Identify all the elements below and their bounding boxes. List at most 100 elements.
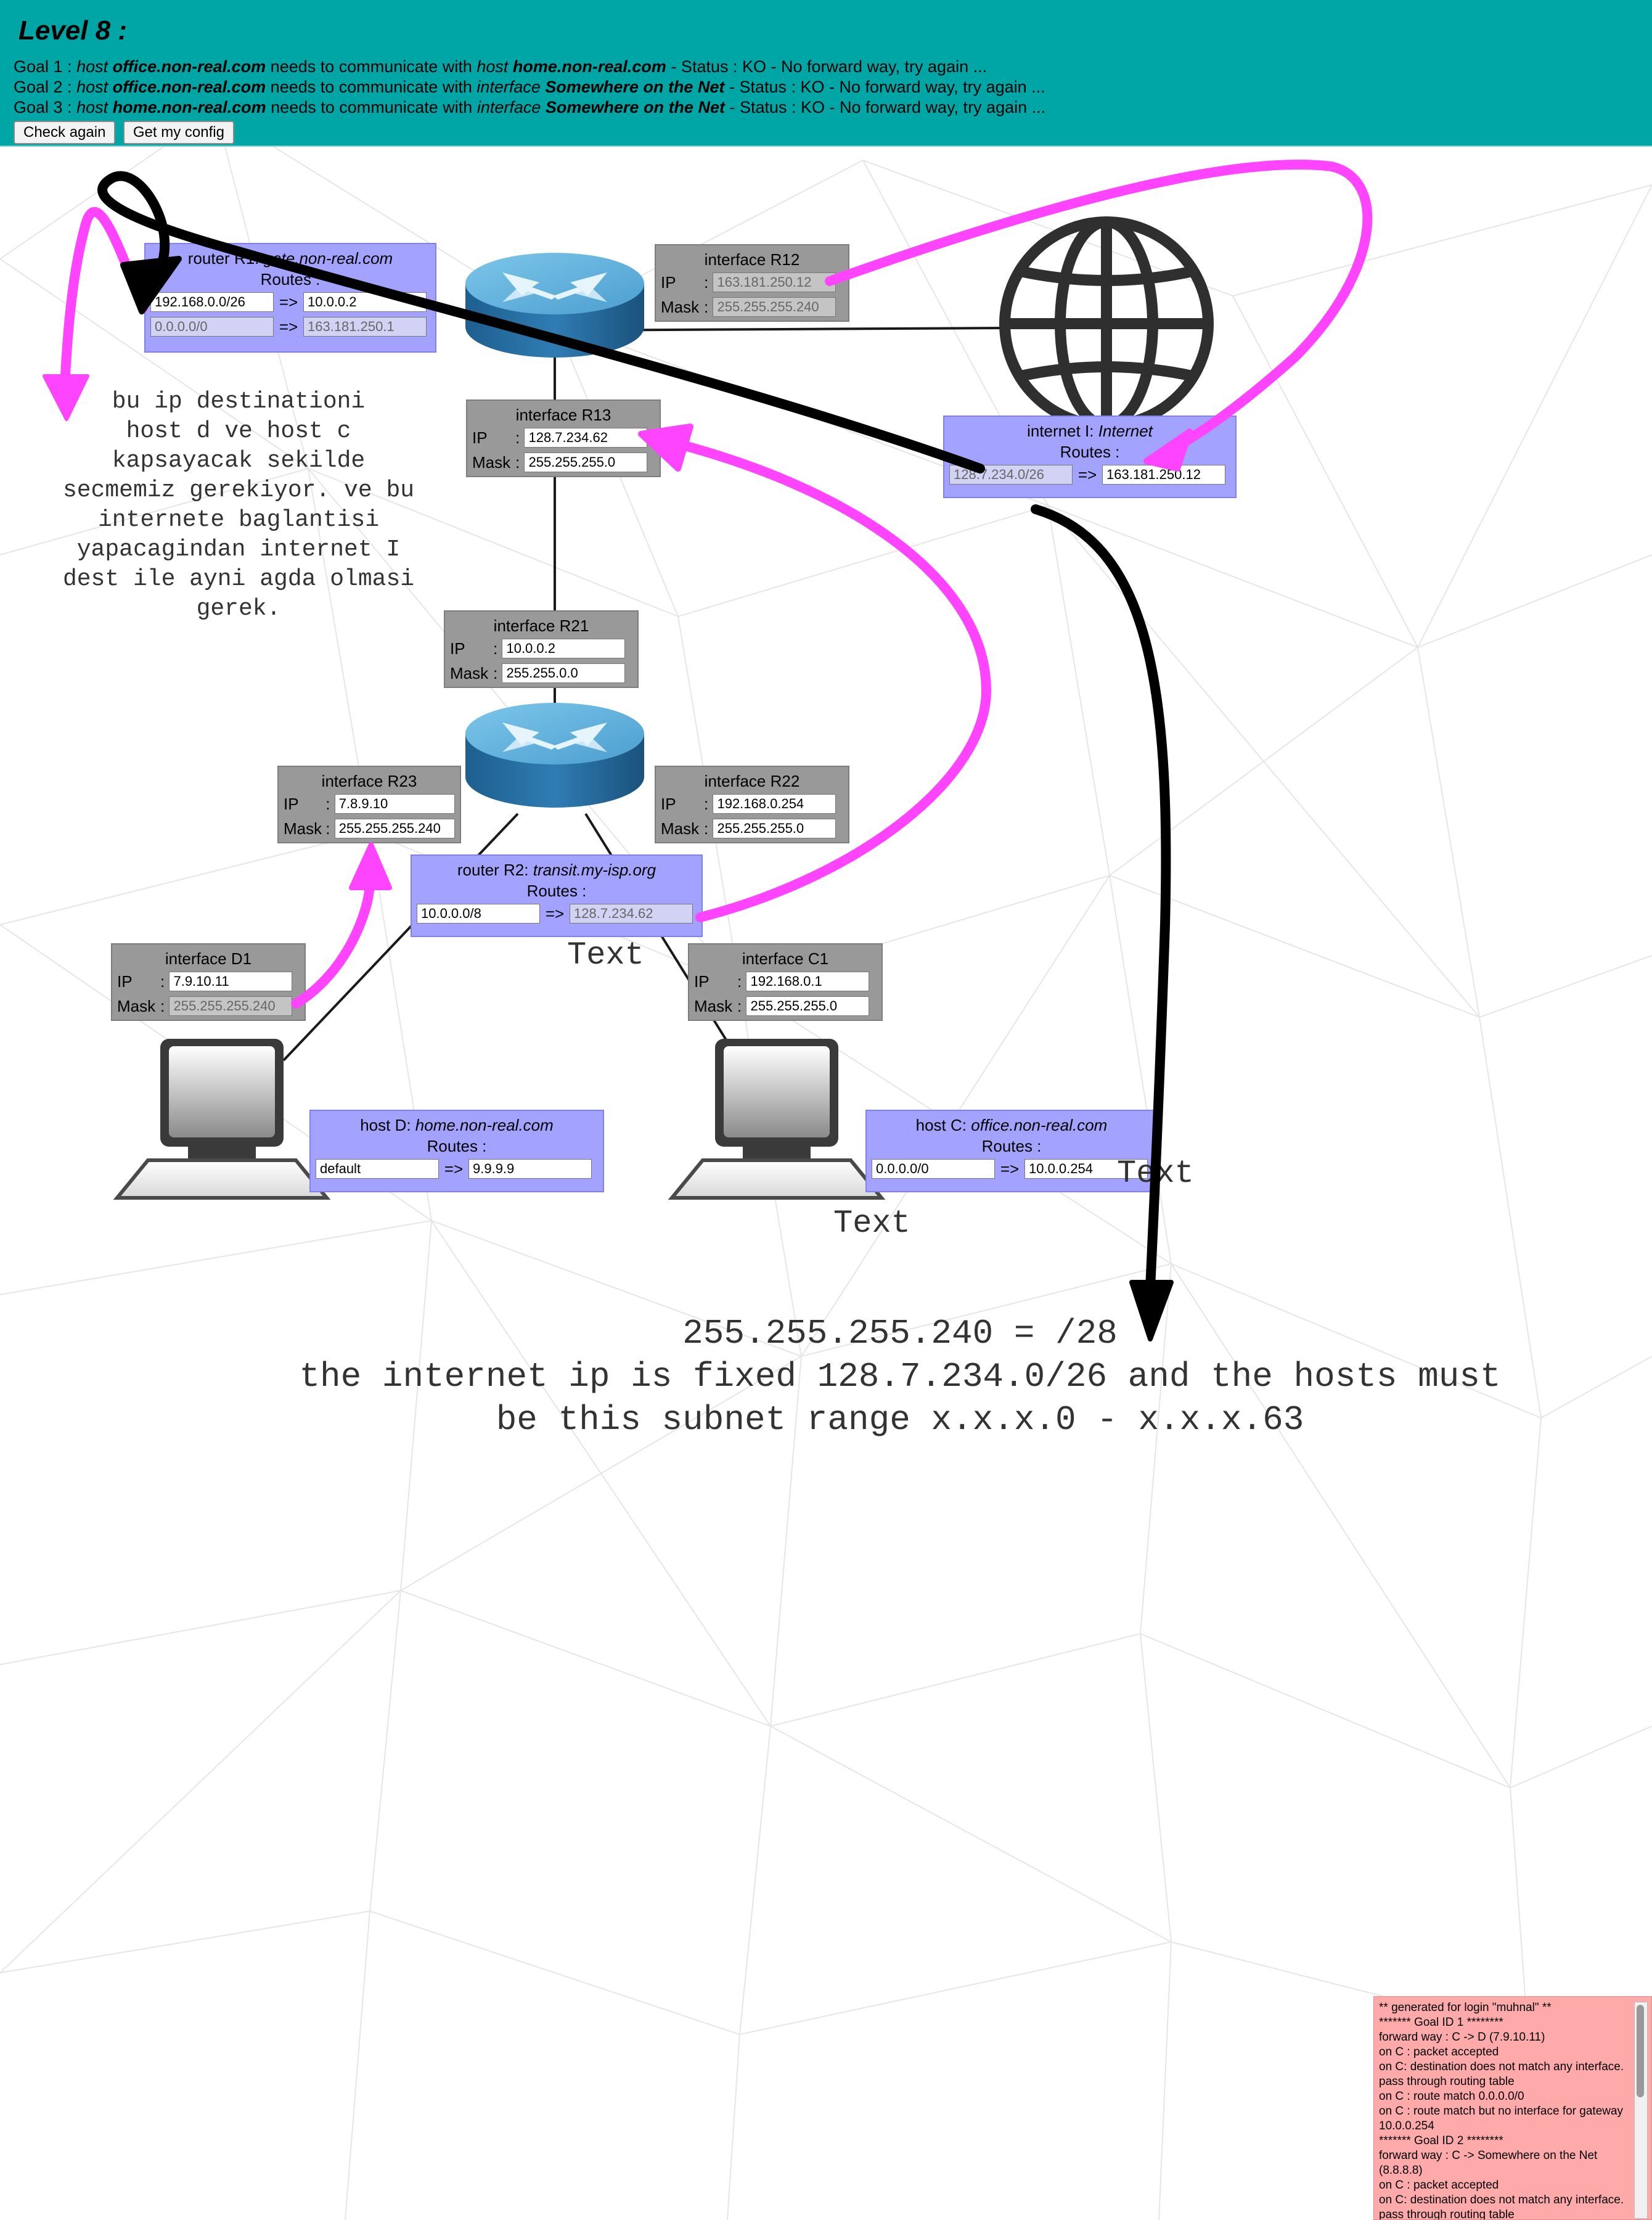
interface-title: interface R13 xyxy=(515,406,611,424)
route-gateway-input[interactable]: 9.9.9.9 xyxy=(468,1159,592,1179)
interface-title: interface D1 xyxy=(165,949,252,968)
mask-label: Mask xyxy=(284,819,322,838)
routes-label: Routes : xyxy=(427,1137,487,1155)
route-dest-input[interactable]: default xyxy=(316,1159,439,1179)
ip-input[interactable]: 192.168.0.254 xyxy=(713,794,836,814)
routes-label: Routes : xyxy=(260,270,321,289)
mask-field: 255.255.255.240 xyxy=(169,996,293,1016)
interface-c1-panel: interface C1 IP: 192.168.0.1 Mask: 255.2… xyxy=(688,943,883,1021)
mask-label: Mask xyxy=(117,996,156,1015)
get-config-button[interactable]: Get my config xyxy=(123,121,234,144)
check-again-button[interactable]: Check again xyxy=(14,121,116,144)
mask-label: Mask xyxy=(450,663,489,682)
turkish-note: bu ip destinationi host d ve host c kaps… xyxy=(62,388,415,622)
mask-label: Mask xyxy=(694,996,733,1015)
router-r1-title: router R1: gate.non-real.com xyxy=(187,249,393,268)
interface-r13-panel: interface R13 IP: 128.7.234.62 Mask: 255… xyxy=(466,399,661,477)
ip-input[interactable]: 128.7.234.62 xyxy=(524,428,648,448)
log-panel[interactable]: ** generated for login "muhnal" ** ******… xyxy=(1373,1996,1652,2220)
interface-title: interface R23 xyxy=(321,772,417,790)
log-line: on C : packet accepted xyxy=(1379,2046,1499,2058)
route-arrow: => xyxy=(1077,465,1097,484)
route-gateway-input[interactable]: 163.181.250.12 xyxy=(1102,465,1225,485)
mask-label: Mask xyxy=(661,819,700,838)
mask-input[interactable]: 255.255.0.0 xyxy=(502,663,626,683)
mask-label: Mask xyxy=(661,297,700,316)
interface-title: interface R12 xyxy=(704,250,800,269)
ip-label: IP xyxy=(284,794,299,813)
ip-field: 163.181.250.12 xyxy=(713,272,836,292)
route-arrow: => xyxy=(279,292,298,311)
ip-input[interactable]: 7.8.9.10 xyxy=(334,794,455,814)
routes-label: Routes : xyxy=(526,882,587,900)
router-icon xyxy=(465,253,644,358)
host-d-title: host D: home.non-real.com xyxy=(360,1116,554,1134)
log-line: forward way : C -> Somewhere on the Net … xyxy=(1379,2149,1598,2177)
route-dest-input[interactable]: 10.0.0.0/8 xyxy=(417,904,540,924)
router-r1-panel: router R1: gate.non-real.com Routes : 19… xyxy=(144,243,436,353)
interface-title: interface C1 xyxy=(742,949,829,968)
log-scrollbar[interactable] xyxy=(1634,2002,1648,2219)
log-scroll-thumb[interactable] xyxy=(1637,2005,1644,2097)
mask-input[interactable]: 255.255.255.240 xyxy=(334,819,455,838)
interface-title: interface R21 xyxy=(493,616,589,635)
mask-input[interactable]: 255.255.255.0 xyxy=(713,819,836,838)
interface-title: interface R22 xyxy=(704,772,800,790)
interface-r21-panel: interface R21 IP: 10.0.0.2 Mask: 255.255… xyxy=(444,610,639,688)
internet-panel: internet I: Internet Routes : 128.7.234.… xyxy=(943,416,1237,498)
log-line: on C: destination does not match any int… xyxy=(1379,2193,1624,2220)
route-dest-input[interactable]: 192.168.0.0/26 xyxy=(150,292,274,312)
interface-d1-panel: interface D1 IP: 7.9.10.11 Mask: 255.255… xyxy=(111,943,306,1021)
goal-1: Goal 1 : host office.non-real.com needs … xyxy=(14,57,988,76)
route-arrow: => xyxy=(279,317,298,336)
level-title: Level 8 : xyxy=(18,15,128,46)
goal-2: Goal 2 : host office.non-real.com needs … xyxy=(14,78,1045,96)
route-dest-input[interactable]: 0.0.0.0/0 xyxy=(872,1159,995,1179)
mask-label: Mask xyxy=(472,453,511,472)
subnet-note: 255.255.255.240 = /28 the internet ip is… xyxy=(299,1314,1501,1440)
computer-icon xyxy=(668,1039,886,1200)
interface-r22-panel: interface R22 IP: 192.168.0.254 Mask: 25… xyxy=(655,766,849,843)
router-icon xyxy=(465,703,644,808)
log-line: on C : route match but no interface for … xyxy=(1379,2105,1624,2132)
log-line: ** generated for login "muhnal" ** xyxy=(1379,2001,1552,2014)
route-gateway-input[interactable]: 10.0.0.2 xyxy=(303,292,427,312)
route-dest-readonly: 0.0.0.0/0 xyxy=(150,317,274,337)
goal-3: Goal 3 : host home.non-real.com needs to… xyxy=(14,98,1046,117)
host-d-panel: host D: home.non-real.com Routes : defau… xyxy=(309,1110,604,1192)
route-gateway-readonly: 128.7.234.62 xyxy=(570,904,693,924)
ip-label: IP xyxy=(117,972,133,991)
interface-r12-panel: interface R12 IP: 163.181.250.12 Mask: 2… xyxy=(655,244,849,322)
ip-label: IP xyxy=(661,272,676,292)
ip-label: IP xyxy=(450,639,465,658)
router-r2-title: router R2: transit.my-isp.org xyxy=(457,861,656,879)
host-c-title: host C: office.non-real.com xyxy=(915,1116,1108,1134)
globe-icon xyxy=(999,216,1214,431)
log-line: on C : route match 0.0.0.0/0 xyxy=(1379,2090,1524,2103)
level-header: Level 8 : Goal 1 : host office.non-real.… xyxy=(0,0,1652,147)
interface-r23-panel: interface R23 IP: 7.8.9.10 Mask: 255.255… xyxy=(277,766,461,843)
text-label-c: Text xyxy=(833,1205,910,1242)
text-label-b: Text xyxy=(1117,1155,1194,1192)
route-arrow: => xyxy=(1000,1159,1020,1178)
ip-input[interactable]: 192.168.0.1 xyxy=(746,972,870,991)
ip-label: IP xyxy=(472,428,488,447)
routes-label: Routes : xyxy=(981,1137,1042,1155)
host-c-panel: host C: office.non-real.com Routes : 0.0… xyxy=(865,1110,1158,1192)
text-label-a: Text xyxy=(567,937,644,973)
ip-input[interactable]: 10.0.0.2 xyxy=(502,639,626,658)
route-arrow: => xyxy=(444,1159,464,1178)
log-line: on C: destination does not match any int… xyxy=(1379,2060,1624,2088)
mask-input[interactable]: 255.255.255.0 xyxy=(524,453,648,472)
route-arrow: => xyxy=(545,904,565,923)
routes-label: Routes : xyxy=(1060,443,1120,461)
ip-input[interactable]: 7.9.10.11 xyxy=(169,972,293,991)
mask-input[interactable]: 255.255.255.0 xyxy=(746,996,870,1016)
log-line: ******* Goal ID 2 ******** xyxy=(1379,2134,1503,2147)
route-dest-readonly: 128.7.234.0/26 xyxy=(949,465,1073,485)
route-gateway-readonly: 163.181.250.1 xyxy=(303,317,427,337)
internet-title: internet I: Internet xyxy=(1027,422,1153,440)
ip-label: IP xyxy=(694,972,709,991)
log-line: ******* Goal ID 1 ******** xyxy=(1379,2016,1503,2029)
router-r2-panel: router R2: transit.my-isp.org Routes : 1… xyxy=(411,854,703,937)
